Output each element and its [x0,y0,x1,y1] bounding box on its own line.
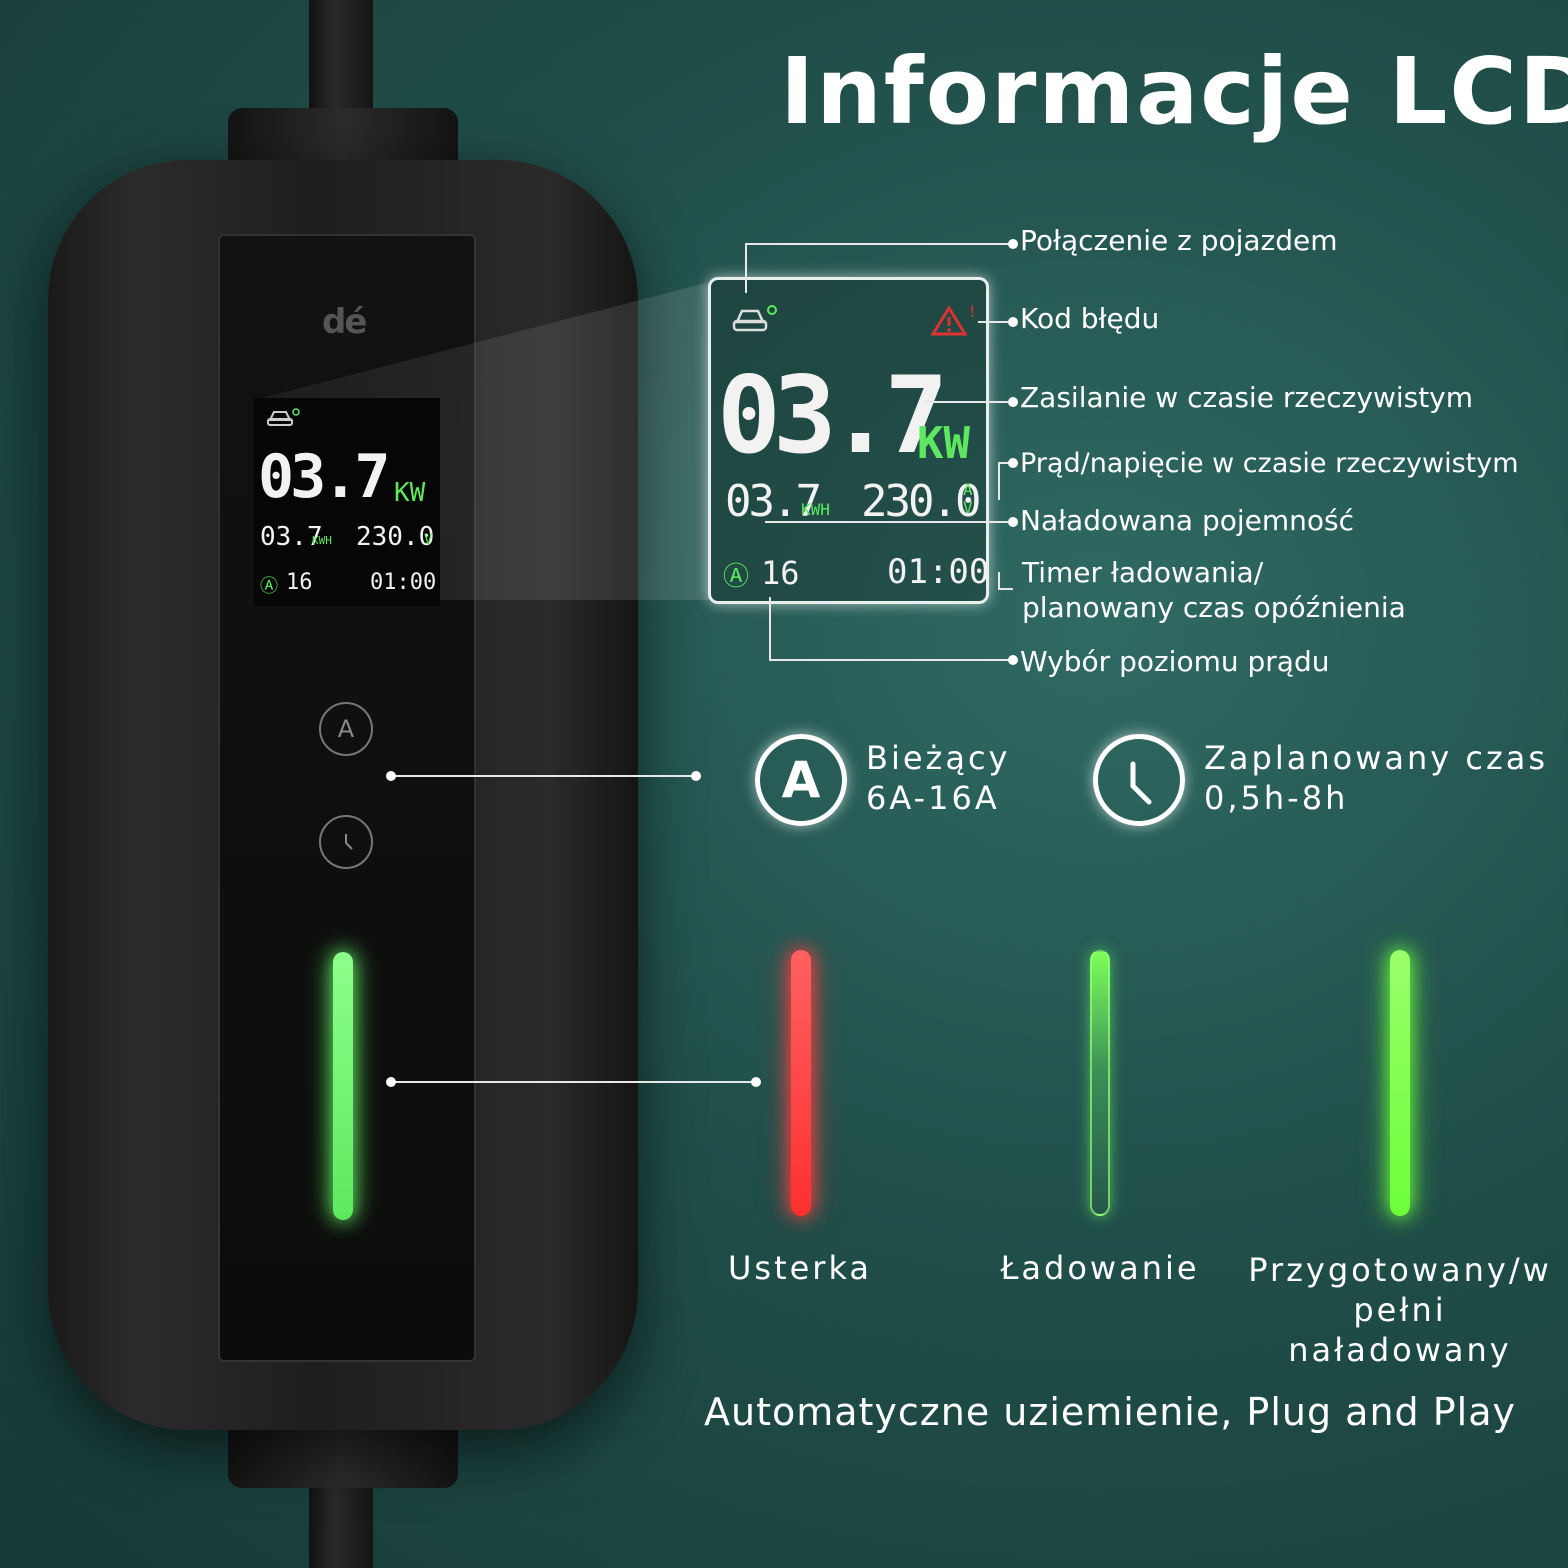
ready-indicator-bar [1390,950,1410,1216]
error-code-mark: ! [969,302,976,321]
callout-dot [1008,517,1018,527]
clock-icon [1093,734,1185,826]
device-current-icon: Ⓐ [260,576,278,597]
device-current-value: 16 [286,570,313,595]
lcd-unit-amps: A [963,480,973,499]
callout-dot [1008,239,1018,249]
callout-bracket-cv-v [998,462,1000,500]
callout-line-vehicle-h [745,243,1013,245]
connector-dot [386,1077,396,1087]
current-select-button[interactable]: A [319,702,373,756]
lcd-power-unit: KW [917,418,970,469]
connector-dot [751,1077,761,1087]
label-error-code: Kod błędu [1020,302,1160,335]
callout-line-current-h [769,659,1013,661]
lcd-voltage-value: 230.0 [861,476,981,527]
lcd-current-icon: Ⓐ [723,562,750,592]
status-ready-line2: pełni naładowany [1288,1291,1512,1369]
current-feature-symbol: A [781,751,821,809]
callout-line-error [978,321,1013,323]
current-feature-icon: A [755,734,847,826]
lcd-current-value: 16 [761,554,800,592]
callout-dot [1008,458,1018,468]
status-ready-line1: Przygotowany/w [1248,1251,1552,1289]
status-charging-label: Ładowanie [1000,1249,1200,1287]
fault-indicator-bar [791,950,811,1216]
callout-bracket-cv-h [998,462,1013,464]
callout-bracket-timer-h [998,588,1013,590]
clock-icon [345,834,353,850]
lcd-unit-volts: V [963,498,973,517]
car-icon [732,305,777,332]
page-title: Informacje LCD [780,38,1568,145]
callout-bracket-timer-v [998,572,1000,590]
label-current-level: Wybór poziomu prądu [1020,645,1330,678]
label-realtime-power: Zasilanie w czasie rzeczywistym [1020,381,1474,414]
callout-dot [1008,655,1018,665]
current-feature-title: Bieżący [866,739,1011,777]
connector-dot [386,771,396,781]
lcd-timer-value: 01:00 [887,552,990,592]
device-power-unit: KW [394,478,426,508]
label-charged-capacity: Naładowana pojemność [1020,504,1355,537]
status-fault-label: Usterka [727,1249,873,1287]
device-lcd-screen: 03.7 KW 03.7 KWH 230.0 V Ⓐ 16 01:00 [254,398,440,606]
connector-buttons [390,775,696,777]
connector-dot [691,771,701,781]
device-timer-value: 01:00 [370,570,437,595]
footer-text: Automatyczne uziemienie, Plug and Play [704,1390,1516,1434]
timer-button[interactable] [319,815,373,869]
schedule-feature-title: Zaplanowany czas [1204,739,1549,777]
callout-dot [1008,397,1018,407]
lcd-energy-unit: KWH [801,500,830,519]
device-voltage-unit: V [424,532,433,548]
warning-icon [931,306,967,336]
lcd-energy-value: 03.7 [725,476,822,527]
label-timer-line1: Timer ładowania/ [1022,556,1264,589]
label-realtime-current-voltage: Prąd/napięcie w czasie rzeczywistym [1020,448,1519,479]
charging-indicator-bar [1090,950,1110,1216]
cable-top [309,0,373,120]
lcd-power-value: 03.7 [717,354,948,477]
callout-line-vehicle-v [745,243,747,293]
device-energy-unit: KWH [312,534,332,547]
brand-logo: dé [322,302,367,342]
lcd-detail-screen: ! 03.7 KW 03.7 KWH 230.0 A V Ⓐ 16 01:00 [708,277,989,604]
connector-light [390,1081,756,1083]
schedule-feature-range: 0,5h-8h [1204,779,1349,817]
device-power-value: 03.7 [258,442,390,512]
callout-line-current-v [769,597,771,660]
current-button-label: A [337,715,355,743]
label-timer-line2: planowany czas opóźnienia [1022,591,1406,624]
label-vehicle-connection: Połączenie z pojazdem [1020,224,1338,257]
current-feature-range: 6A-16A [866,779,1000,817]
device-voltage-value: 230.0 [356,522,435,552]
car-icon [267,408,300,426]
device-energy-value: 03.7 [260,522,323,552]
callout-line-energy [765,521,1013,523]
device-status-light [333,952,353,1220]
callout-line-power [924,401,1013,403]
callout-dot [1008,317,1018,327]
